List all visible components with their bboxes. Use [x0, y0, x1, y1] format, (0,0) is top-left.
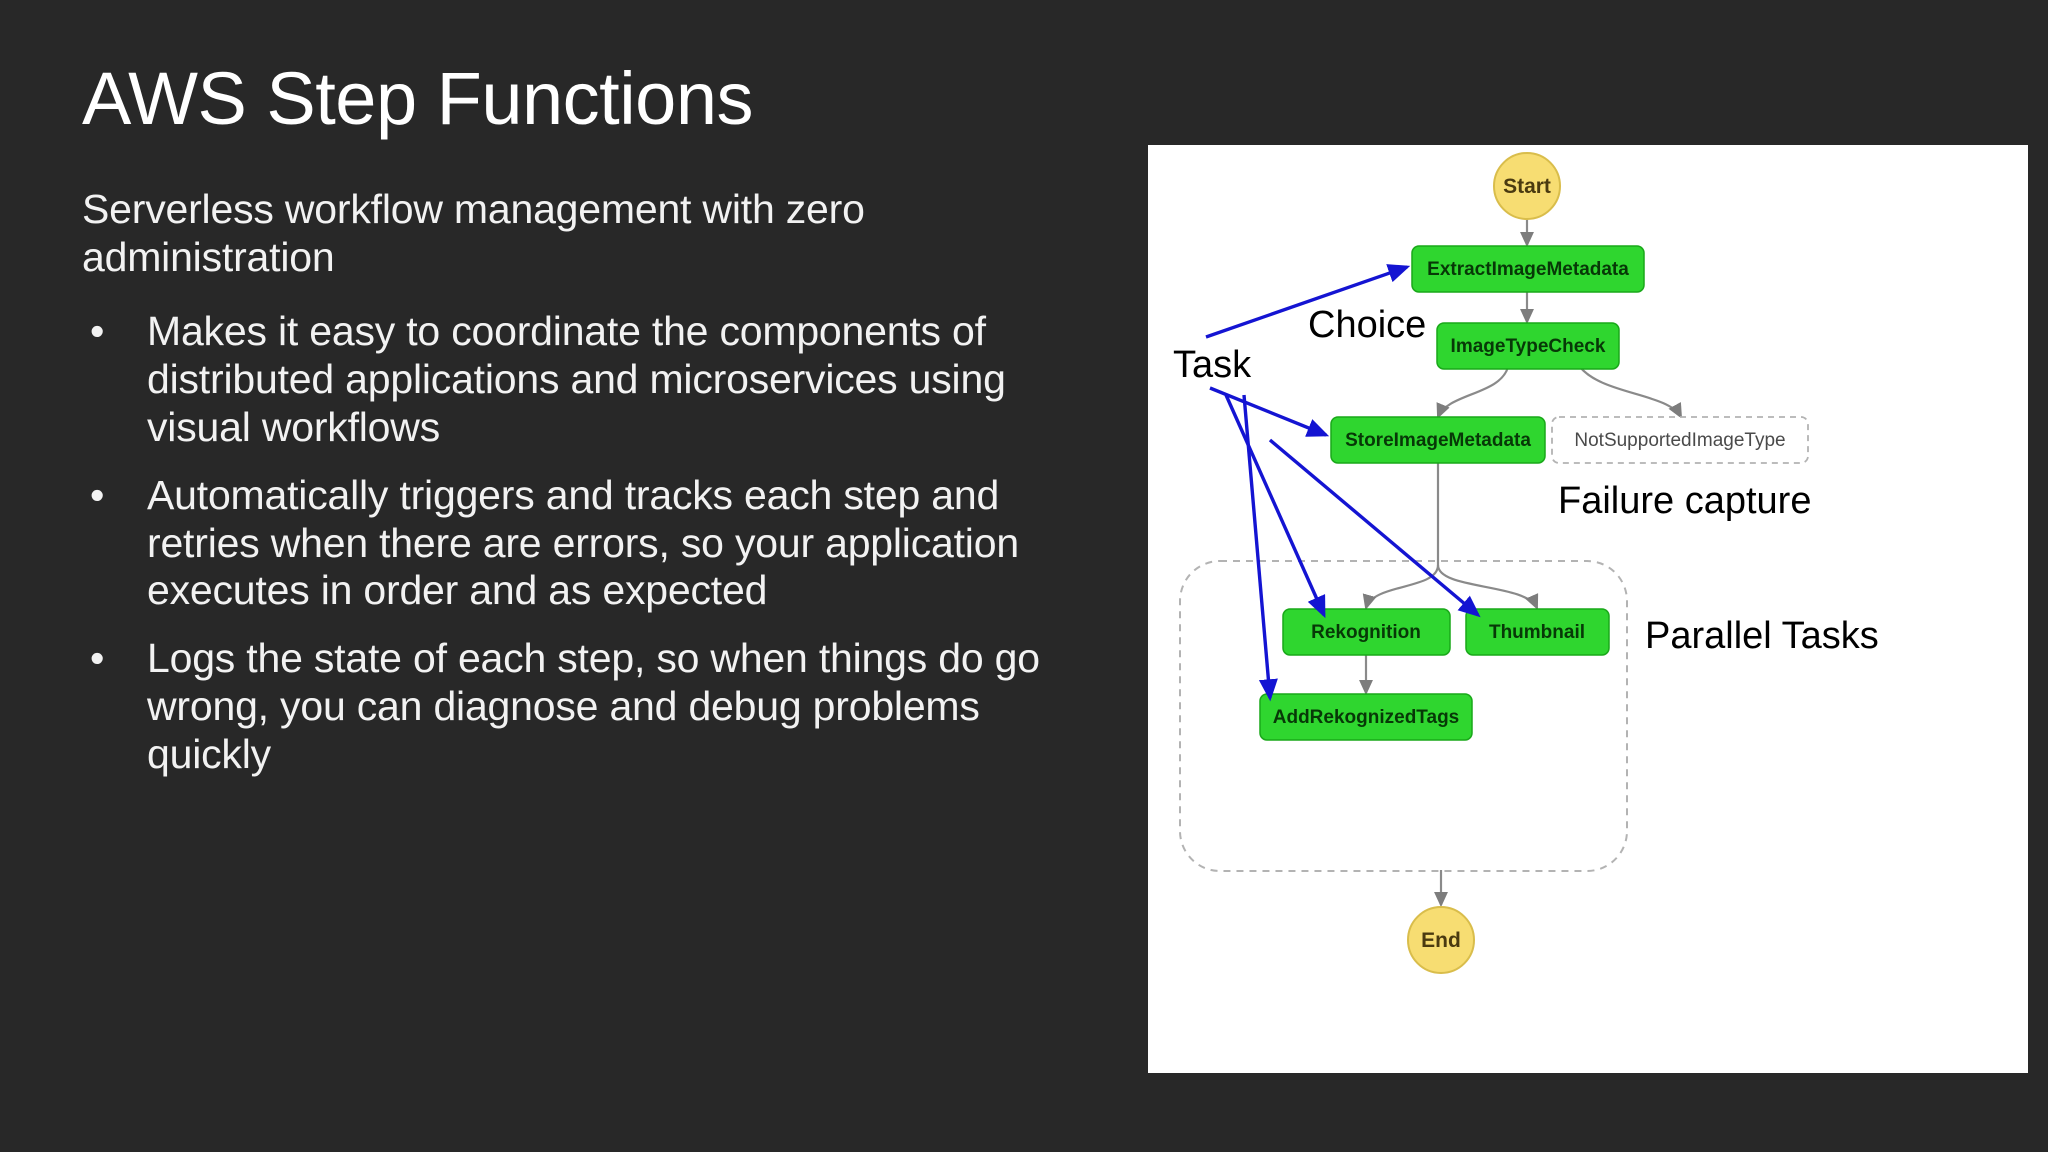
bullet-list: • Makes it easy to coordinate the compon…: [82, 308, 1092, 780]
task-annotation-label: Task: [1173, 344, 1252, 386]
parallel-tasks-group-border: [1179, 560, 1628, 872]
edge-typecheck-store: [1436, 366, 1510, 420]
node-rekognition[interactable]: Rekognition: [1282, 608, 1451, 656]
node-rekognition-label: Rekognition: [1311, 622, 1421, 643]
edge-group: [1358, 218, 1683, 908]
node-extractimagemetadata-label: ExtractImageMetadata: [1427, 259, 1629, 280]
failure-annotation-label: Failure capture: [1558, 480, 1811, 522]
node-addrekognizedtags-label: AddRekognizedTags: [1273, 707, 1460, 728]
start-node-shape: [1493, 152, 1561, 220]
page-title: AWS Step Functions: [82, 57, 753, 140]
bullet-marker: •: [90, 471, 105, 518]
end-node-shape: [1407, 906, 1475, 974]
task-arrow-to-rekognition: [1224, 394, 1326, 619]
task-arrow-to-addtags: [1242, 394, 1278, 702]
annotation-arrow-group: [1205, 264, 1481, 702]
notsupportedimagetype-node-shape: [1551, 416, 1809, 464]
rekognition-node-shape: [1282, 608, 1451, 656]
task-arrow-to-thumbnail: [1268, 438, 1481, 618]
node-storeimagemetadata-label: StoreImageMetadata: [1345, 430, 1531, 451]
workflow-diagram-panel: Start ExtractImageMetadata ImageTypeChec…: [1148, 145, 2028, 1073]
node-storeimagemetadata[interactable]: StoreImageMetadata: [1330, 416, 1546, 464]
bullet-marker: •: [90, 307, 105, 354]
node-imagetypecheck[interactable]: ImageTypeCheck: [1436, 322, 1620, 370]
bullet-marker: •: [90, 635, 105, 682]
node-thumbnail-label: Thumbnail: [1489, 622, 1585, 643]
list-item-text: Logs the state of each step, so when thi…: [147, 635, 1040, 778]
list-item-text: Automatically triggers and tracks each s…: [147, 471, 1019, 614]
node-imagetypecheck-label: ImageTypeCheck: [1451, 336, 1606, 357]
choice-annotation-label: Choice: [1308, 304, 1426, 346]
node-start[interactable]: Start: [1493, 152, 1561, 220]
node-notsupportedimagetype[interactable]: NotSupportedImageType: [1551, 416, 1809, 464]
node-start-label: Start: [1503, 175, 1551, 198]
text-column: AWS Step Functions Serverless workflow m…: [82, 60, 1092, 799]
addrekognizedtags-node-shape: [1259, 693, 1473, 741]
thumbnail-node-shape: [1465, 608, 1610, 656]
edge-parallel-rekognition: [1362, 564, 1440, 611]
list-item: • Logs the state of each step, so when t…: [82, 635, 1082, 779]
list-item: • Automatically triggers and tracks each…: [82, 472, 1082, 616]
node-addrekognizedtags[interactable]: AddRekognizedTags: [1259, 693, 1473, 741]
task-arrow-to-store: [1209, 386, 1330, 437]
extractimagemetadata-node-shape: [1411, 245, 1645, 293]
edge-parallel-thumbnail: [1436, 564, 1539, 611]
task-arrow-to-extract: [1205, 264, 1411, 339]
parallel-annotation-label: Parallel Tasks: [1645, 615, 1879, 657]
list-item: • Makes it easy to coordinate the compon…: [82, 308, 1082, 452]
intro-paragraph: Serverless workflow management with zero…: [82, 185, 865, 280]
list-item-text: Makes it easy to coordinate the componen…: [147, 307, 1006, 450]
node-end[interactable]: End: [1407, 906, 1475, 974]
node-notsupportedimagetype-label: NotSupportedImageType: [1574, 430, 1785, 451]
storeimagemetadata-node-shape: [1330, 416, 1546, 464]
node-end-label: End: [1421, 929, 1461, 952]
imagetypecheck-node-shape: [1436, 322, 1620, 370]
node-extractimagemetadata[interactable]: ExtractImageMetadata: [1411, 245, 1645, 293]
edge-typecheck-notsupported: [1579, 366, 1683, 419]
node-thumbnail[interactable]: Thumbnail: [1465, 608, 1610, 656]
